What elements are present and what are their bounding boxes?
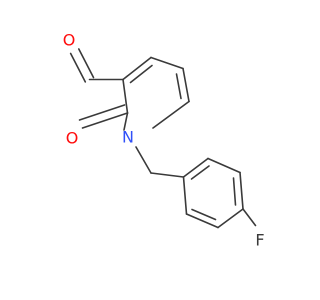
bond-c3-c4 [122,56,152,81]
atom-fluorine: F [255,231,264,250]
bond-c4-c5 [150,56,184,70]
bond-c2-c3 [122,78,129,114]
bond-ch2-aryl [150,172,185,178]
bond-aryl-3-inner [232,177,237,206]
ring-carbonyl [78,104,129,129]
bond-c3-c4-inner [129,64,153,84]
bond-aryl-5 [185,213,219,229]
bond-c2-o-2 [78,104,126,121]
bond-aryl-1 [182,157,209,178]
bond-aryl-1-inner [190,165,210,180]
bond-c-f [242,208,257,227]
atom-ring-oxygen: O [66,129,79,148]
bond-aldehyde-c-o-2 [69,52,87,83]
bond-aryl-3 [239,171,244,210]
bond-aldehyde-c-o-1 [78,48,95,79]
bond-aryl-2 [207,157,241,174]
atom-aldehyde-oxygen: O [63,31,76,50]
bond-c5-c6 [182,67,190,103]
bond-n-ch2 [135,146,152,174]
pyridinone-ring [122,56,190,131]
bond-c2-o-1 [81,112,129,129]
aldehyde-group [69,48,124,83]
bond-aryl-4 [217,208,244,229]
atom-ring-nitrogen: N [122,128,134,147]
bond-aryl-6 [182,176,188,215]
bond-c6-n1 [152,100,190,129]
bond-aryl-5-inner [191,208,217,221]
bond-c5-c6-inner [175,73,182,100]
benzyl-group [135,146,257,229]
chemical-structure-diagram: O O N F [63,31,265,250]
bond-n1-c2 [123,112,129,131]
